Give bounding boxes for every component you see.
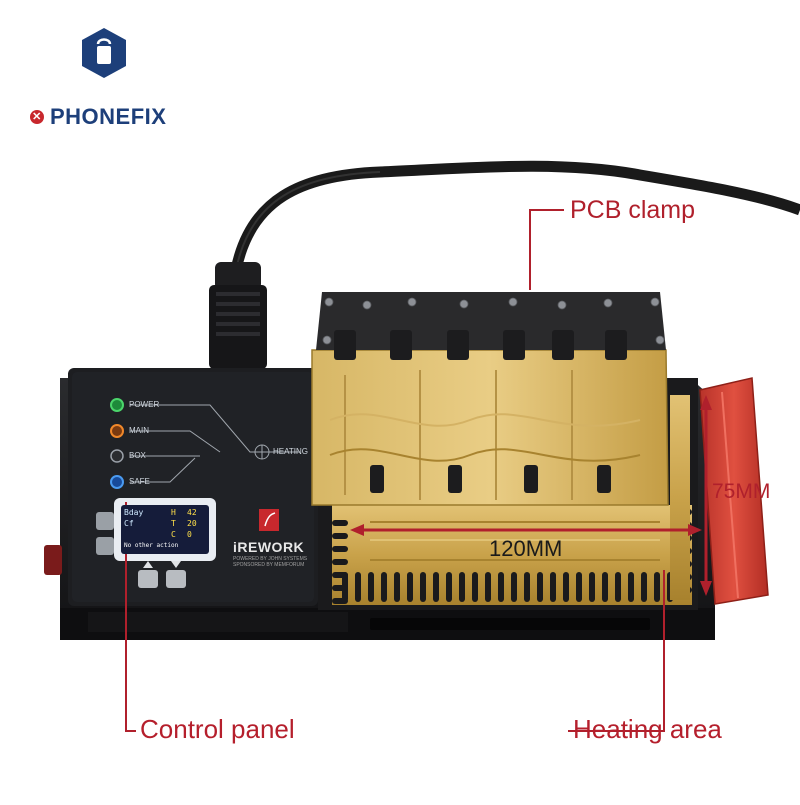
lcd-row1-mode: H <box>171 508 176 517</box>
control-panel-callout: Control panel <box>140 714 295 744</box>
heating-label: HEATING <box>273 447 308 456</box>
height-dimension-arrow <box>700 395 712 596</box>
height-dimension-label: 75MM <box>712 480 771 503</box>
irework-logo <box>259 509 279 531</box>
comb-slot <box>628 572 634 602</box>
up-arrow-icon <box>143 561 153 568</box>
up-button[interactable] <box>138 570 158 588</box>
width-dimension-label: 120MM <box>489 536 563 561</box>
comb-slot <box>433 572 439 602</box>
comb-slot <box>472 572 478 602</box>
pcb-clamp <box>311 292 669 506</box>
lcd-row2-left: Cf <box>124 519 134 528</box>
indicator-safe: SAFE <box>129 477 150 486</box>
phonefix-logo-icon <box>82 28 126 78</box>
lcd-row2-value: 20 <box>187 519 197 528</box>
comb-slot <box>332 585 348 591</box>
comb-slot <box>394 572 400 602</box>
comb-slot <box>459 572 465 602</box>
indicator-main: MAIN <box>129 426 149 435</box>
comb-slot <box>524 572 530 602</box>
comb-slot <box>654 572 660 602</box>
comb-slot <box>332 520 348 526</box>
comb-slot <box>355 572 361 602</box>
device-name: iREWORK <box>233 539 305 555</box>
device-tagline-2: SPONSORED BY MEMFORUM <box>233 562 305 568</box>
comb-slot <box>615 572 621 602</box>
close-x-icon: ✕ <box>30 110 44 124</box>
power-cable <box>230 160 800 272</box>
safe-led-icon <box>110 475 124 489</box>
power-plug <box>209 262 267 369</box>
lcd-row1-left: Bday <box>124 508 144 517</box>
comb-slot <box>498 572 504 602</box>
comb-slot <box>332 546 348 552</box>
pcb-clamp-callout: PCB clamp <box>570 196 696 224</box>
comb-slot <box>537 572 543 602</box>
main-led-icon <box>110 424 124 438</box>
heating-area-callout: Heating area <box>573 714 722 744</box>
box-led-icon <box>110 449 124 463</box>
comb-slot <box>332 598 348 604</box>
comb-slot <box>407 572 413 602</box>
comb-slot <box>332 572 348 578</box>
down-button[interactable] <box>166 570 186 588</box>
callout-lines <box>125 209 665 732</box>
lcd-status: No other action <box>124 542 179 549</box>
comb-slot <box>332 559 348 565</box>
lcd-screen: Bday H 42 Cf T 20 C 0 No other action <box>121 505 209 554</box>
width-dimension-arrow <box>350 524 702 536</box>
device-tagline: POWERED BY JOHN SYSTEMS SPONSORED BY MEM… <box>233 556 307 568</box>
indicator-power: POWER <box>129 400 160 409</box>
comb-slot <box>332 533 348 539</box>
lcd-row2-mode: T <box>171 519 176 528</box>
control-panel <box>68 368 318 606</box>
lcd-row3-value: 0 <box>187 530 192 539</box>
brand-label: PHONEFIX <box>50 104 167 129</box>
comb-slot <box>589 572 595 602</box>
brand-name: ✕ PHONEFIX <box>30 104 166 130</box>
comb-slot <box>563 572 569 602</box>
device-tagline-1: POWERED BY JOHN SYSTEMS <box>233 556 308 562</box>
comb-slot <box>381 572 387 602</box>
comb-slot <box>446 572 452 602</box>
comb-slot <box>485 572 491 602</box>
comb-slot <box>550 572 556 602</box>
comb-slot <box>368 572 374 602</box>
comb-slot <box>420 572 426 602</box>
comb-slot <box>602 572 608 602</box>
comb-slot <box>641 572 647 602</box>
lcd-row1-value: 42 <box>187 508 197 517</box>
down-arrow-icon <box>171 561 181 568</box>
power-led-icon <box>110 398 124 412</box>
comb-slot <box>576 572 582 602</box>
indicator-box: BOX <box>129 451 146 460</box>
comb-slot <box>511 572 517 602</box>
lcd-row3-mode: C <box>171 530 176 539</box>
red-handle <box>699 377 769 605</box>
